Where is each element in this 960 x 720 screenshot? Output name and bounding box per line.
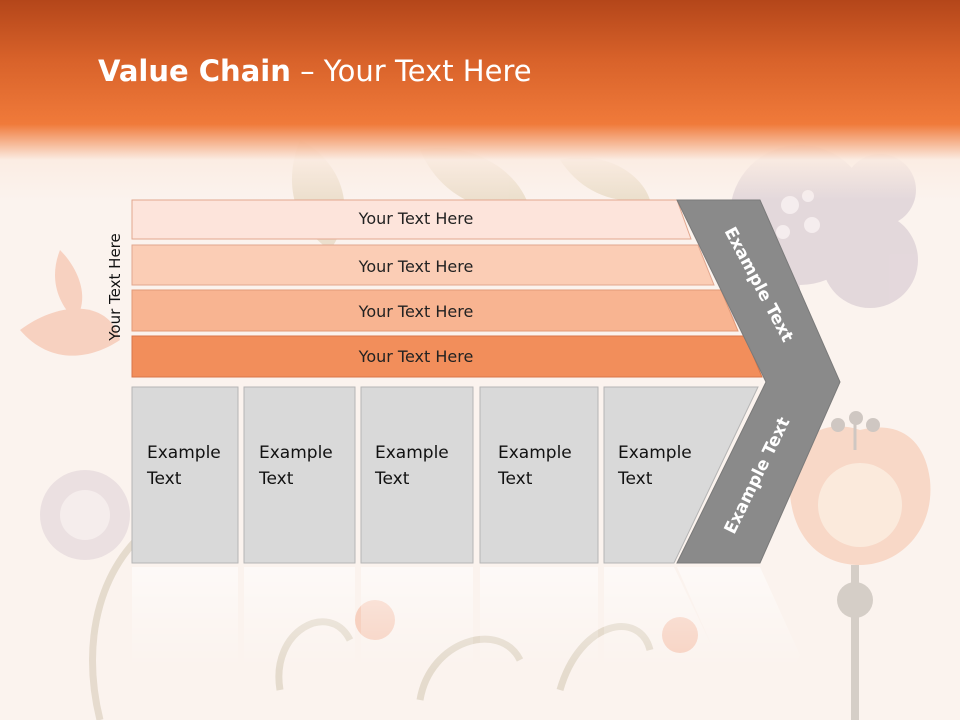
support-row: Your Text Here	[131, 199, 692, 240]
primary-cell-line1: Example	[259, 443, 333, 463]
primary-cell-label: Example Text	[146, 443, 226, 489]
support-row-bar	[131, 244, 715, 286]
support-row-label: Your Text Here	[358, 347, 474, 366]
primary-cells: Example Text Example Text Example Text E…	[131, 386, 759, 564]
primary-cell: Example Text	[131, 386, 239, 564]
reflection-cell	[480, 567, 598, 720]
title-bold-part: Value Chain	[98, 54, 291, 88]
primary-cell-label: Example Text	[497, 443, 577, 489]
primary-cell: Example Text	[479, 386, 599, 564]
tulip-decor	[789, 411, 931, 720]
title-regular-part: – Your Text Here	[290, 54, 532, 88]
round-flower-decor	[40, 470, 130, 560]
support-row: Your Text Here	[131, 244, 715, 286]
support-row: Your Text Here	[131, 335, 763, 378]
primary-cell-line1: Example	[147, 443, 221, 463]
primary-cell-line2: Text	[258, 469, 294, 489]
primary-cell-label: Example Text	[374, 443, 454, 489]
side-label: Your Text Here	[106, 233, 124, 341]
support-row-label: Your Text Here	[358, 209, 474, 228]
reflection-cell	[244, 567, 355, 720]
title-banner	[0, 0, 960, 200]
primary-cell-line1: Example	[498, 443, 572, 463]
primary-cell-label: Example Text	[617, 443, 697, 489]
diagram-reflection	[132, 567, 800, 720]
reflection-cell	[132, 567, 238, 720]
primary-cell-line2: Text	[497, 469, 533, 489]
primary-cell-box	[131, 386, 239, 564]
primary-cell: Example Text	[360, 386, 474, 564]
support-row-bar	[131, 289, 739, 332]
primary-cell-box	[479, 386, 599, 564]
support-row-label: Your Text Here	[358, 302, 474, 321]
support-row: Your Text Here	[131, 289, 739, 332]
support-row-bar	[131, 335, 763, 378]
support-row-label: Your Text Here	[358, 257, 474, 276]
primary-cell-box	[360, 386, 474, 564]
primary-cell-line2: Text	[374, 469, 410, 489]
support-rows: Your Text Here Your Text Here Your Text …	[131, 199, 763, 378]
primary-cell-line1: Example	[375, 443, 449, 463]
primary-cell-line1: Example	[618, 443, 692, 463]
primary-cell-line2: Text	[146, 469, 182, 489]
reflection-cell	[361, 567, 473, 720]
support-row-bar	[131, 199, 692, 240]
primary-cell-label: Example Text	[258, 443, 338, 489]
primary-cell: Example Text	[243, 386, 356, 564]
primary-cell: Example Text	[603, 386, 759, 564]
primary-cell-box	[243, 386, 356, 564]
chevron-shape	[676, 199, 841, 564]
primary-cell-box	[603, 386, 759, 564]
slide-title: Value Chain – Your Text Here	[98, 54, 532, 88]
reflection-cell	[604, 567, 748, 720]
reflection-chevron	[677, 567, 800, 720]
primary-cell-line2: Text	[617, 469, 653, 489]
